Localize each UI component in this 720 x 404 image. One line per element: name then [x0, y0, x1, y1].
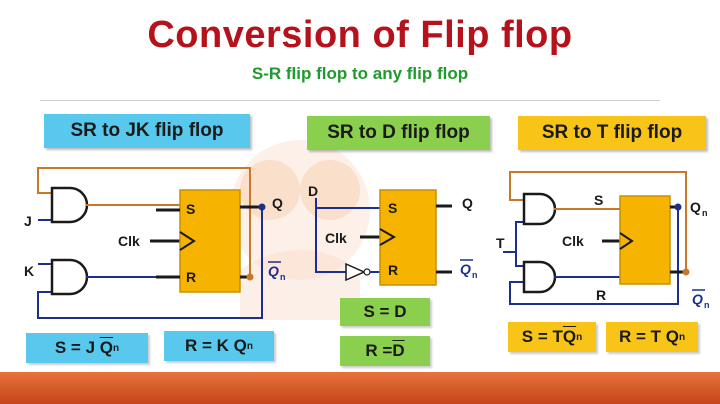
- section-label-sr-to-t: SR to T flip flop: [518, 116, 706, 150]
- d-pin-qbar: Q: [460, 261, 471, 277]
- jk-input-k: K: [24, 263, 34, 279]
- d-input-clk: Clk: [325, 230, 347, 246]
- t-pin-qbar-sub: n: [704, 300, 710, 310]
- t-pin-qbar: Q: [692, 291, 703, 307]
- jk-pin-r: R: [186, 269, 196, 285]
- d-input-d: D: [308, 183, 318, 199]
- t-pin-s: S: [594, 192, 603, 208]
- t-pin-q-sub: n: [702, 208, 708, 218]
- d-equation-r: R = D: [340, 336, 430, 366]
- and-gate: [50, 186, 89, 224]
- t-input-t: T: [496, 235, 505, 251]
- d-pin-r: R: [388, 262, 398, 278]
- jk-input-j: J: [24, 213, 32, 229]
- and-gate: [522, 260, 557, 294]
- jk-pin-qbar: Q: [268, 263, 279, 279]
- d-pin-qbar-sub: n: [472, 270, 478, 280]
- d-equation-s: S = D: [340, 298, 430, 326]
- eq-text: S = T: [521, 327, 563, 346]
- sr-flipflop: [619, 195, 671, 285]
- t-circuit: T Clk S R Q n Q n: [496, 171, 710, 310]
- eq-text: R = T Q: [618, 327, 679, 346]
- not-gate: [345, 262, 366, 282]
- d-pin-s: S: [388, 200, 397, 216]
- jk-pin-s: S: [186, 201, 195, 217]
- eq-qbar: Q: [99, 338, 114, 357]
- page-subtitle: S-R flip flop to any flip flop: [251, 64, 469, 83]
- eq-sub: n: [576, 331, 583, 343]
- eq-text: S = J: [54, 338, 96, 357]
- title-divider: [40, 100, 660, 101]
- section-label-sr-to-d: SR to D flip flop: [307, 116, 490, 150]
- footer-bar: [0, 372, 720, 404]
- t-pin-q: Q: [690, 199, 701, 215]
- jk-input-clk: Clk: [118, 233, 140, 249]
- eq-text: R = K Q: [185, 336, 247, 355]
- jk-pin-q: Q: [272, 195, 283, 211]
- sr-flipflop: [179, 189, 241, 293]
- eq-text: S = D: [363, 302, 407, 321]
- section-label-sr-to-jk: SR to JK flip flop: [44, 114, 250, 148]
- eq-sub: n: [246, 340, 253, 352]
- jk-pin-qbar-sub: n: [280, 272, 286, 282]
- t-pin-r: R: [596, 287, 606, 303]
- sr-flipflop: [379, 189, 437, 286]
- eq-sub: n: [113, 342, 120, 354]
- eq-text: R =: [365, 341, 393, 360]
- and-gate: [50, 258, 89, 296]
- eq-qbar: Q: [562, 327, 577, 346]
- eq-sub: n: [678, 331, 686, 343]
- and-gate: [522, 192, 557, 226]
- background-cartoon-illustration: [230, 140, 370, 320]
- t-input-clk: Clk: [562, 233, 584, 249]
- d-circuit: D Clk S R Q Q n: [308, 183, 478, 286]
- eq-dbar: D: [392, 341, 405, 360]
- page-title: Conversion of Flip flop: [147, 14, 573, 56]
- jk-circuit: J K Clk S R Q Q n: [24, 167, 286, 319]
- d-pin-q: Q: [462, 195, 473, 211]
